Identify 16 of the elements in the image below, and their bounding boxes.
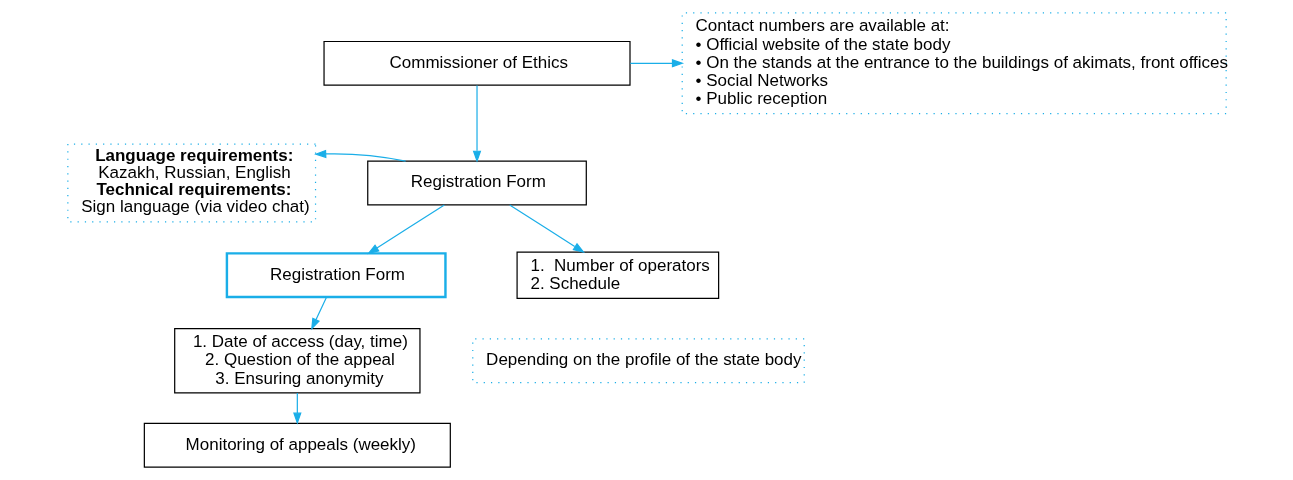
node-box: 1. Number of operators 2. Schedule xyxy=(516,251,719,299)
node-box: Depending on the profile of the state body xyxy=(471,338,805,384)
arrow xyxy=(310,296,327,331)
arrow xyxy=(508,204,585,253)
node-box: Registration Form xyxy=(225,252,447,299)
node-box: Contact numbers are available at: • Official website of the state body • On the stands at the entrance to the buildings of akimats, front offices • Social Networks • Public reception xyxy=(681,12,1227,115)
arrow xyxy=(292,392,302,425)
arrow xyxy=(472,84,481,163)
arrow xyxy=(629,59,684,68)
node-box: Language requirements: Kazakh, Russian, English Technical requirements: Sign language (via video chat) xyxy=(66,143,316,223)
arrow xyxy=(313,149,406,162)
node-box: 1. Date of access (day, time) 2. Question of the appeal 3. Ensuring anonymity xyxy=(173,328,421,394)
node-box: Commissioner of Ethics xyxy=(322,40,631,86)
node-box: Monitoring of appeals (weekly) xyxy=(143,422,451,468)
node-box: Registration Form xyxy=(366,160,587,206)
arrow xyxy=(366,204,445,255)
